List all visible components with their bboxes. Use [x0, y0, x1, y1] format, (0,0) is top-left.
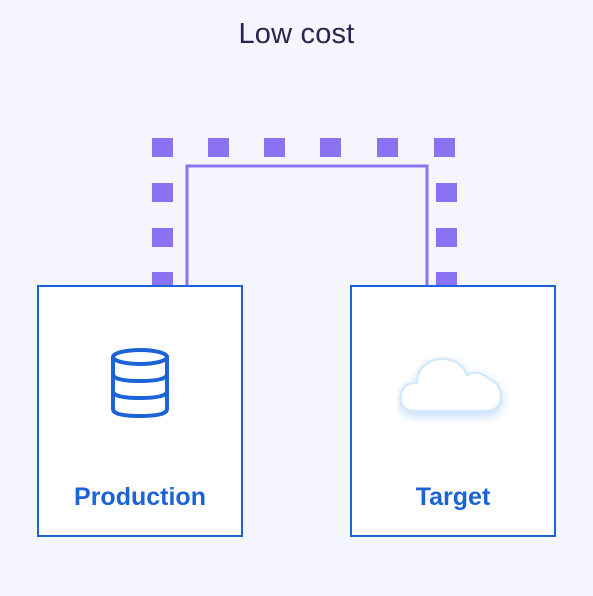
connector-dot [377, 138, 398, 157]
diagram-title: Low cost [238, 18, 355, 50]
connector-dot [152, 272, 173, 286]
solid-connector [185, 164, 429, 286]
connector-dot [152, 228, 173, 247]
connector-dot [264, 138, 285, 157]
node-target: Target [350, 285, 556, 537]
connector-dot [152, 183, 173, 202]
connector-dot [152, 138, 173, 157]
connector-dot [436, 272, 457, 286]
cloud-icon [352, 347, 554, 427]
connector-dot [208, 138, 229, 157]
connector-dot [320, 138, 341, 157]
connector-dot [436, 183, 457, 202]
connector-dot [434, 138, 455, 157]
node-label-target: Target [415, 483, 491, 511]
node-production: Production [37, 285, 243, 537]
dotted-connector [152, 138, 457, 286]
node-label-production: Production [74, 483, 206, 511]
database-icon [39, 347, 241, 419]
connector-dot [436, 228, 457, 247]
